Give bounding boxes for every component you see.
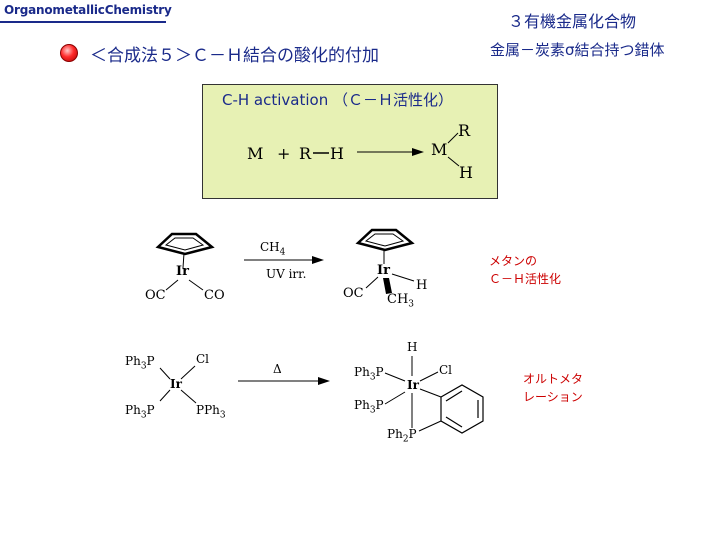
reaction2-arrow [238,377,330,385]
product2-ir-pph3-mid-bond-line [384,391,406,405]
ir-pph3-right-bond-line [180,389,197,404]
product2-ir-cl-bond-line [419,371,439,382]
ir-oc-bond-line [165,279,179,291]
ir-aryl-carbon-bond-line [419,388,442,398]
reaction1-reagent: CH4 [260,240,286,258]
box-product-metal: M [431,140,448,159]
reactant1-oc-label: OC [145,288,166,303]
product1-iridium-label: Ir [377,263,390,278]
reactant2-pph3-label: PPh3 [196,403,226,421]
ch-activation-box [202,84,498,199]
cp-ring-icon [155,232,215,269]
reactant1-co-label: CO [204,288,225,303]
bullet-icon [60,44,78,62]
product-ir-h-bond-line [391,273,415,282]
reaction2-note-line2: レーション [523,390,583,404]
box-product-h: H [459,163,473,182]
ir-pph3-bottom-bond-line [159,389,171,402]
box-reactant-metal: M [247,144,264,163]
box-plus-sign: + [277,144,291,163]
ir-pph3-top-bond-line [159,367,171,380]
m-h-bond-line [447,156,460,167]
chapter-subtitle: 金属－炭素σ結合持つ錯体 [490,41,665,59]
box-reaction-arrow [357,148,424,156]
header-underline [0,21,166,23]
box-caption: C-H activation （Ｃ－Ｈ活性化） [222,91,453,109]
product1-ch3-label: CH3 [387,292,415,310]
reactant1-iridium-label: Ir [176,264,189,279]
reaction2-note-line1: オルトメタ [523,372,584,386]
product2-cl-label: Cl [439,363,453,377]
reaction1-note-line1: メタンの [489,254,538,268]
reactant2-cl-label: Cl [196,352,210,366]
ir-co-bond-line [188,279,204,291]
reaction1-note-line2: Ｃ－Ｈ活性化 [489,272,562,286]
reaction1-arrow [244,256,324,264]
box-product-r: R [458,121,471,140]
product2-ph3p-mid-label: Ph3P [354,398,384,416]
p-aryl-carbon-bond-line [418,420,442,432]
reactant2-ph3p-bottom-label: Ph3P [125,403,155,421]
header-tab [0,0,166,22]
reactant2-iridium-label: Ir [170,377,182,391]
product-ir-oc-bond-line [365,276,379,289]
chapter-title: ３有機金属化合物 [508,12,637,31]
box-reactant-h: H [330,144,344,163]
product1-oc-label: OC [343,286,364,301]
header-title: OrganometallicChemistry [4,3,172,17]
m-r-bond-line [447,132,459,144]
product2-ir-pph3-top-bond-line [384,372,406,382]
reaction1-condition: UV irr. [266,267,307,281]
product2-ph3p-top-label: Ph3P [354,365,384,383]
box-reactant-r: R [299,144,312,163]
product2-iridium-label: Ir [407,378,419,392]
product1-h-label: H [416,278,428,293]
product2-ph2p-label: Ph2P [387,427,417,445]
reactant2-ph3p-top-label: Ph3P [125,354,155,372]
product-cp-ring-icon [355,228,415,264]
ir-ch3-wedge-bond [383,278,392,294]
section-title: ＜合成法５＞Ｃ－Ｈ結合の酸化的付加 [90,46,379,66]
benzene-ring-icon [440,384,484,434]
ir-cl-bond-line [180,365,196,380]
product2-h-label: H [407,340,418,354]
reaction2-condition: Δ [273,362,282,376]
